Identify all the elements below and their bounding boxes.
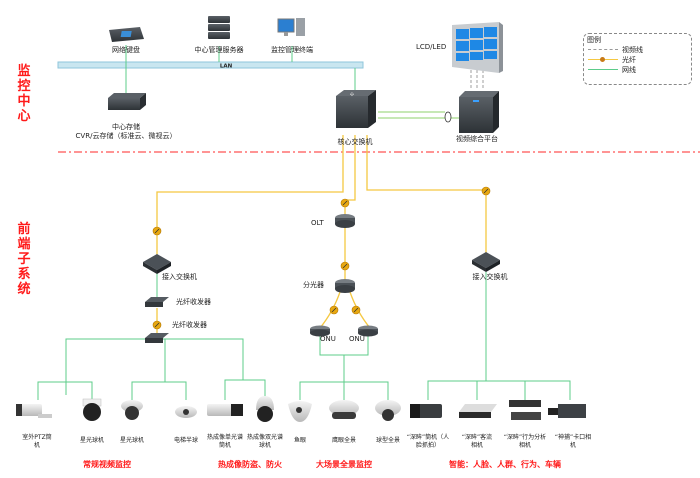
category-label-thermal: 热成像防盗、防火 [218, 460, 282, 469]
darkfighter-anpr-camera-icon[interactable] [548, 404, 586, 418]
fiber-transceiver-2-icon[interactable] [145, 333, 169, 343]
legend-label: 网线 [622, 66, 636, 74]
eagle-eye-panoramic-icon[interactable] [329, 400, 359, 419]
camera-label: 星光球机 [119, 437, 145, 444]
legend-item-fiber: 光纤 [588, 55, 688, 64]
deepinmind-behavior-analysis-icon[interactable] [509, 400, 541, 420]
net-line-sample [588, 69, 618, 70]
access-switch-left-label: 接入交换机 [162, 273, 197, 281]
section-title-monitoring-center: 监控中心 [17, 64, 31, 124]
fiber-coil-icon [444, 111, 452, 123]
central-storage-icon[interactable] [108, 93, 146, 110]
terminal-label: 监控管理终端 [271, 46, 313, 54]
camera-label: “神捕”卡口相机 [554, 434, 592, 449]
storage-label-2: CVR/云存储（标准云、微视云） [75, 132, 177, 140]
olt-icon[interactable] [335, 214, 355, 228]
elevator-dome-icon[interactable] [175, 406, 197, 418]
splitter-label: 分光器 [303, 281, 324, 289]
legend-item-video: 视频线 [588, 45, 688, 54]
splitter-icon[interactable] [335, 279, 355, 293]
mgmt-server-label: 中心管理服务器 [194, 46, 244, 54]
camera-label: 鱼眼 [293, 437, 307, 444]
lan-bus [57, 61, 364, 69]
monitor-terminal-icon[interactable] [277, 18, 305, 36]
camera-label: 室外PTZ筒机 [22, 434, 52, 449]
net-lines-center [125, 45, 460, 119]
onu-1-icon[interactable] [310, 325, 330, 337]
camera-label: “深眸”筒机（人脸抓拍） [406, 434, 450, 449]
category-label-panoramic: 大场景全景监控 [316, 460, 372, 469]
olt-label: OLT [311, 219, 324, 227]
deepinmind-bullet-icon[interactable] [410, 404, 442, 418]
core-switch-icon[interactable]: ✣ [336, 90, 376, 128]
section-title-frontend-subsystem: 前端子系统 [17, 222, 31, 297]
thermal-bullet-icon[interactable] [207, 404, 243, 416]
legend-item-net: 网线 [588, 65, 688, 74]
video-cables [470, 70, 484, 90]
video-platform-icon[interactable] [459, 91, 499, 133]
display-wall-icon[interactable] [452, 22, 503, 73]
legend-label: 光纤 [622, 56, 636, 64]
network-keyboard-icon[interactable] [109, 27, 144, 42]
camera-label: 电梯半球 [173, 437, 199, 444]
onu-2-icon[interactable] [358, 325, 378, 337]
fiber-lines [156, 135, 487, 335]
fiber-connector-icon [600, 57, 605, 62]
camera-label: “深眸”行为分析相机 [503, 434, 547, 449]
camera-label: 星光球机 [79, 437, 105, 444]
transceiver-2-label: 光纤收发器 [172, 321, 207, 329]
keyboard-label: 网络键盘 [112, 46, 140, 54]
svg-text:✣: ✣ [350, 92, 354, 98]
display-label: LCD/LED [416, 43, 447, 51]
legend-label: 视频线 [622, 46, 643, 54]
onu-1-label: ONU [320, 335, 336, 343]
camera-label: 鹰眼全景 [331, 437, 357, 444]
category-label-general: 常规视频监控 [83, 460, 131, 469]
mgmt-server-icon[interactable] [208, 16, 230, 39]
fiber-transceiver-1-icon[interactable] [145, 297, 169, 307]
ptz-bullet-camera-icon[interactable] [16, 404, 52, 418]
starlight-dome-2-icon[interactable] [121, 400, 143, 420]
lan-label: LAN [220, 64, 233, 70]
onu-2-label: ONU [349, 335, 365, 343]
core-switch-label: 核心交换机 [337, 138, 373, 146]
starlight-dome-1-icon[interactable] [82, 398, 102, 421]
access-switch-right-icon[interactable] [472, 252, 500, 272]
camera-label: “深眸”客流相机 [461, 434, 493, 449]
deepinmind-people-counting-icon[interactable] [459, 404, 497, 418]
category-label-intelligent: 智能：人脸、人群、行为、车辆 [449, 460, 561, 469]
legend-title: 图例 [587, 36, 601, 44]
camera-icons [16, 396, 586, 422]
access-switch-right-label: 接入交换机 [472, 273, 508, 281]
video-line-sample [588, 49, 618, 50]
fiber-connectors [152, 186, 491, 330]
net-lines-front [37, 272, 571, 400]
camera-label: 热成像双光谱球机 [247, 434, 284, 449]
storage-label-1: 中心存储 [112, 123, 140, 131]
legend: 图例 视频线 光纤 网线 [583, 33, 692, 85]
fisheye-camera-icon[interactable] [288, 401, 312, 422]
spherical-panoramic-icon[interactable] [375, 400, 401, 421]
camera-label: 球型全景 [375, 437, 401, 444]
thermal-dome-icon[interactable] [256, 396, 274, 422]
transceiver-1-label: 光纤收发器 [176, 298, 211, 306]
access-switch-left-icon[interactable] [143, 254, 171, 274]
video-platform-label: 视频综合平台 [456, 135, 498, 143]
camera-label: 热成像单光谱筒机 [207, 434, 244, 449]
